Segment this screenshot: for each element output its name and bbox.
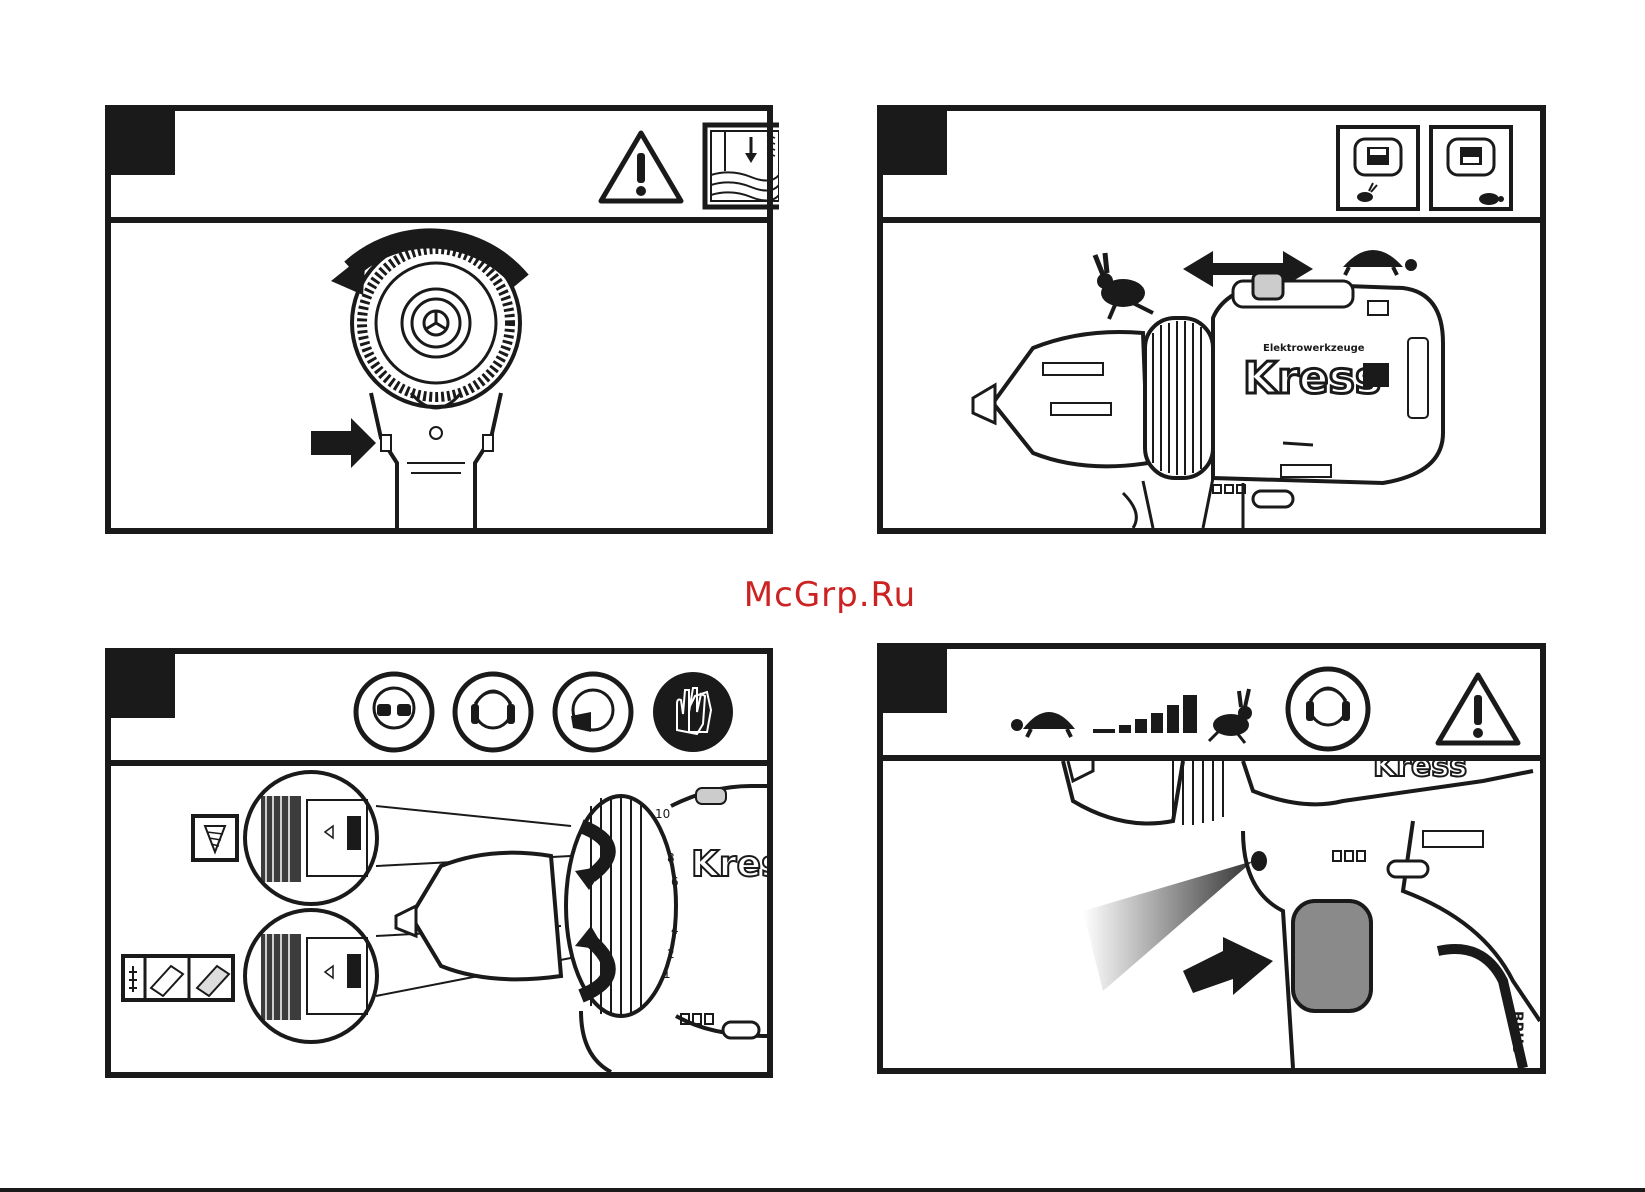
- bottom-rule: [0, 1188, 1645, 1192]
- header-icons: [111, 111, 779, 223]
- torque-collar-view: Kress 1 2 4 6 8 10: [111, 766, 767, 1072]
- turtle-icon: [1343, 250, 1417, 275]
- brand-logo-partial: Kress: [1373, 761, 1467, 784]
- magnifier-drill-mode: [245, 910, 377, 1042]
- warning-triangle-icon: [601, 133, 681, 201]
- panel-header: [883, 111, 1540, 223]
- panel-trigger-light: Kress BRUS: [877, 643, 1546, 1074]
- panel-illustration: [111, 223, 767, 528]
- brand-tagline: Elektrowerkzeuge: [1263, 343, 1365, 354]
- brushless-badge: BRUS: [1509, 1011, 1525, 1054]
- panel-illustration: Kress BRUS: [883, 761, 1540, 1068]
- ear-protection-icon: [455, 674, 531, 750]
- press-arrow-icon: [1183, 937, 1273, 995]
- trigger[interactable]: [1293, 901, 1371, 1011]
- eye-protection-icon: [356, 674, 432, 750]
- torque-label: 1: [663, 967, 671, 981]
- header-icons: [883, 111, 1552, 223]
- panel-header: [111, 111, 767, 223]
- panel-illustration: Kress Elektrowerkzeuge: [883, 223, 1540, 528]
- drill-side-view: Kress Elektrowerkzeuge: [883, 223, 1540, 528]
- torque-label: 8: [667, 851, 675, 865]
- ear-protection-icon: [1288, 669, 1368, 749]
- panel-illustration: Kress 1 2 4 6 8 10: [111, 766, 767, 1072]
- wood-screw-direction-icon: [705, 125, 779, 207]
- dust-mask-icon: [555, 674, 631, 750]
- header-icons: [111, 654, 779, 766]
- panel-header: [111, 654, 767, 766]
- gear-switch-high-speed-icon: [1338, 127, 1418, 209]
- hare-icon: [1095, 253, 1153, 319]
- gloves-icon: [653, 672, 733, 752]
- torque-label: 10: [655, 807, 670, 821]
- torque-label: 4: [671, 923, 679, 937]
- turtle-icon: [1011, 712, 1075, 737]
- gear-switch-low-speed-icon: [1431, 127, 1511, 209]
- warning-triangle-icon: [1438, 675, 1518, 743]
- push-arrow-icon: [311, 418, 376, 468]
- panel-chuck-rotation: [105, 105, 773, 534]
- speed-ramp-icon: [1093, 695, 1197, 733]
- screw-icon: [193, 816, 237, 860]
- brand-logo: Kress: [1243, 353, 1381, 404]
- torque-label: 2: [667, 947, 675, 961]
- watermark: McGrp.Ru: [725, 575, 935, 615]
- gear-switch[interactable]: [1253, 273, 1283, 299]
- led-light: [1251, 851, 1267, 871]
- chuck-front-view: [111, 223, 767, 528]
- magnifier-screw-mode: [245, 772, 377, 904]
- hare-icon: [1209, 689, 1252, 743]
- panel-torque-setting: Kress 1 2 4 6 8 10: [105, 648, 773, 1078]
- panel-header: [883, 649, 1540, 761]
- header-icons: [883, 649, 1552, 761]
- material-icons: [123, 956, 233, 1000]
- torque-label: 6: [671, 875, 679, 889]
- panel-gear-selector: Kress Elektrowerkzeuge: [877, 105, 1546, 534]
- trigger-led-view: Kress BRUS: [883, 761, 1540, 1068]
- brand-logo-partial: Kress: [691, 844, 767, 885]
